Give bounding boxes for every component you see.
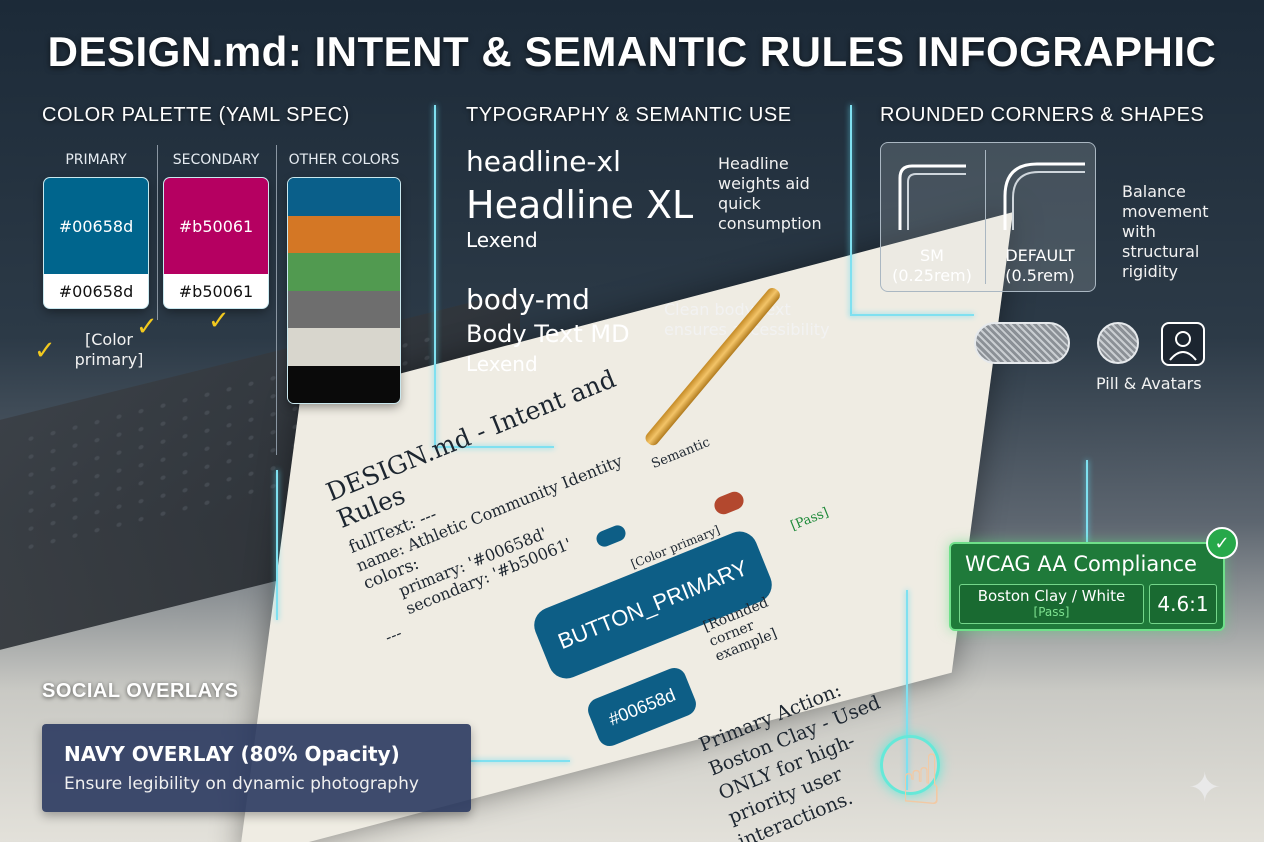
navy-overlay-card: NAVY OVERLAY (80% Opacity) Ensure legibi… bbox=[42, 724, 471, 812]
other-color-cream[interactable] bbox=[288, 328, 400, 366]
sm-label: SM bbox=[920, 246, 944, 265]
column-divider bbox=[276, 145, 277, 455]
default-corner-icon bbox=[1003, 162, 1085, 230]
social-heading: SOCIAL OVERLAYS bbox=[42, 680, 239, 702]
body-sample: Body Text MD bbox=[466, 320, 630, 348]
wcag-pair: Boston Clay / White bbox=[977, 587, 1126, 605]
corner-divider bbox=[985, 150, 986, 284]
check-icon: ✓ bbox=[34, 336, 56, 366]
wcag-card: WCAG AA Compliance Boston Clay / White [… bbox=[949, 542, 1225, 631]
sparkle-icon: ✦ bbox=[1188, 765, 1222, 811]
primary-swatch[interactable]: #00658d #00658d bbox=[44, 178, 148, 308]
other-color-gray[interactable] bbox=[288, 290, 400, 328]
other-colors-stack[interactable] bbox=[288, 178, 400, 403]
color-palette-heading: COLOR PALETTE (YAML SPEC) bbox=[42, 104, 350, 126]
secondary-swatch[interactable]: #b50061 #b50061 bbox=[164, 178, 268, 308]
wcag-ratio: 4.6:1 bbox=[1149, 584, 1217, 624]
primary-swatch-color: #00658d bbox=[44, 178, 148, 274]
default-value: (0.5rem) bbox=[1005, 266, 1075, 285]
circle-avatar-shape bbox=[1097, 322, 1139, 364]
check-icon: ✓ bbox=[136, 312, 158, 342]
other-color-black[interactable] bbox=[288, 365, 400, 403]
wcag-title: WCAG AA Compliance bbox=[965, 552, 1197, 576]
check-icon: ✓ bbox=[208, 306, 230, 336]
typography-heading: TYPOGRAPHY & SEMANTIC USE bbox=[466, 104, 792, 126]
secondary-label: SECONDARY bbox=[172, 152, 260, 168]
column-divider bbox=[157, 145, 158, 320]
overlay-subtitle: Ensure legibility on dynamic photography bbox=[64, 774, 419, 794]
wcag-status: [Pass] bbox=[1033, 605, 1070, 619]
headline-token: headline-xl bbox=[466, 145, 621, 178]
headline-sample: Headline XL bbox=[466, 183, 694, 227]
connector-line bbox=[850, 105, 852, 315]
sm-value: (0.25rem) bbox=[892, 266, 972, 285]
secondary-swatch-color: #b50061 bbox=[164, 178, 268, 274]
connector-line bbox=[906, 590, 908, 790]
sm-corner-icon bbox=[898, 164, 966, 230]
default-label: DEFAULT bbox=[1005, 246, 1075, 265]
connector-line bbox=[434, 446, 554, 448]
primary-swatch-hex: #00658d bbox=[58, 281, 134, 301]
shapes-heading: ROUNDED CORNERS & SHAPES bbox=[880, 104, 1205, 126]
avatar-icon bbox=[1161, 322, 1205, 366]
connector-line bbox=[276, 470, 278, 620]
pill-avatars-label: Pill & Avatars bbox=[1096, 374, 1202, 393]
body-token: body-md bbox=[466, 283, 590, 316]
connector-line bbox=[850, 314, 974, 316]
page-title: DESIGN.md: INTENT & SEMANTIC RULES INFOG… bbox=[47, 28, 1217, 75]
other-color-orange[interactable] bbox=[288, 215, 400, 253]
check-circle-icon: ✓ bbox=[1206, 527, 1238, 559]
touch-ring bbox=[880, 735, 940, 795]
other-color-blue[interactable] bbox=[288, 178, 400, 216]
secondary-swatch-hex: #b50061 bbox=[178, 281, 254, 301]
headline-note: Headline weights aid quick consumption bbox=[718, 154, 822, 233]
wcag-pair-box: Boston Clay / White [Pass] bbox=[959, 584, 1144, 624]
pointing-hand-icon: ☝ bbox=[900, 739, 943, 821]
connector-line bbox=[434, 105, 436, 447]
other-color-green[interactable] bbox=[288, 253, 400, 291]
primary-label: PRIMARY bbox=[65, 152, 127, 168]
overlay-title: NAVY OVERLAY (80% Opacity) bbox=[64, 742, 400, 766]
body-font: Lexend bbox=[466, 352, 538, 376]
connector-line bbox=[470, 760, 570, 762]
color-primary-note: [Color primary] bbox=[74, 330, 144, 369]
pill-shape bbox=[974, 322, 1070, 364]
other-colors-label: OTHER COLORS bbox=[288, 152, 400, 168]
headline-font: Lexend bbox=[466, 228, 538, 252]
shapes-note: Balance movement with structural rigidit… bbox=[1122, 182, 1209, 281]
connector-line bbox=[1086, 460, 1088, 542]
